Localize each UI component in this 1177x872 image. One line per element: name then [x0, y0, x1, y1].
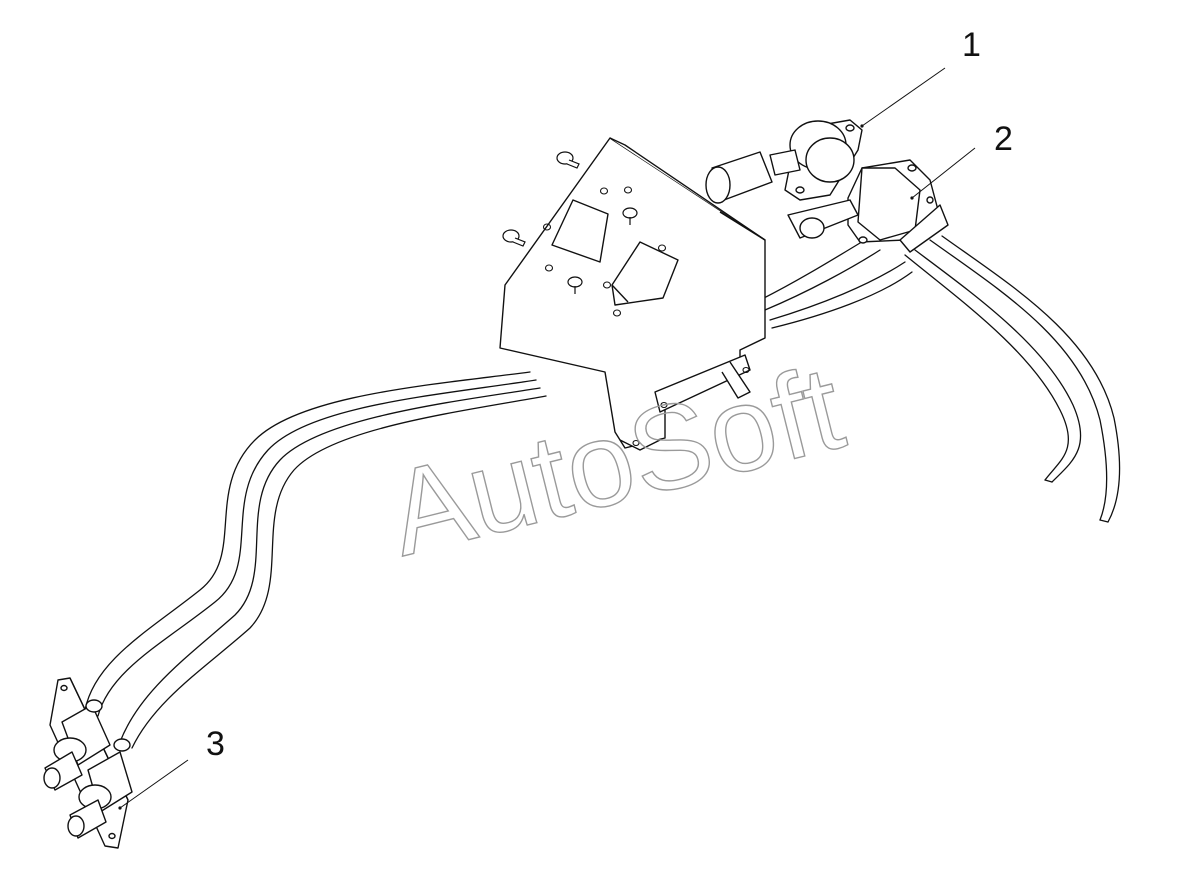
leader-dots	[118, 124, 914, 810]
connector-plate	[43, 677, 133, 849]
callout-3: 3	[206, 725, 225, 763]
hose-bundle	[84, 235, 1121, 749]
mounting-bracket	[499, 137, 766, 451]
bracket-holes	[542, 186, 750, 447]
callout-2: 2	[994, 120, 1013, 158]
switch-2	[787, 159, 949, 253]
screws	[502, 151, 638, 294]
leader-lines	[119, 67, 976, 809]
switch-1	[705, 119, 863, 204]
callout-1: 1	[962, 26, 981, 64]
